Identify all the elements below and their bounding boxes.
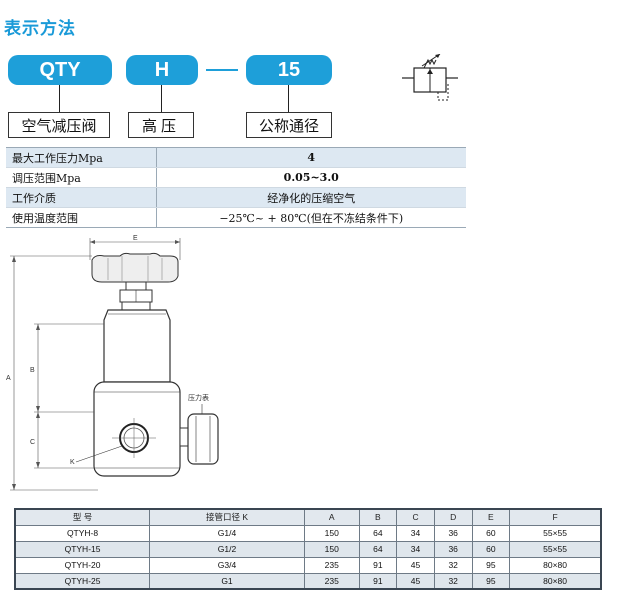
table-row: QTYH-15 G1/2 150 64 34 36 60 55×55 xyxy=(14,540,602,558)
spec-label: 调压范围Mpa xyxy=(6,167,157,188)
table-cell: 95 xyxy=(471,572,511,590)
dim-label-e: E xyxy=(133,235,138,242)
column-header: A xyxy=(303,508,360,526)
spec-label: 使用温度范围 xyxy=(6,207,157,228)
table-cell: 55×55 xyxy=(509,524,602,542)
column-header: C xyxy=(396,508,435,526)
table-cell: 95 xyxy=(471,556,511,574)
table-cell: 150 xyxy=(303,540,360,558)
spec-row: 使用温度范围 −25℃~ + 80℃(但在不冻结条件下) xyxy=(6,207,466,228)
column-header: D xyxy=(433,508,473,526)
column-header: B xyxy=(358,508,398,526)
table-cell: 64 xyxy=(358,540,398,558)
table-cell: 32 xyxy=(433,572,473,590)
column-header: 接管口径 K xyxy=(149,508,305,526)
table-cell: G1 xyxy=(149,572,305,590)
spec-label: 最大工作压力Mpa xyxy=(6,147,157,168)
gauge-label: 压力表 xyxy=(188,393,209,402)
table-cell: 150 xyxy=(303,524,360,542)
table-cell: 235 xyxy=(303,556,360,574)
regulator-drawing: E 压力表 K A B C xyxy=(6,235,219,491)
connector-line xyxy=(59,85,60,112)
table-cell: 32 xyxy=(433,556,473,574)
table-cell: QTYH-15 xyxy=(14,540,151,558)
table-row: QTYH-8 G1/4 150 64 34 36 60 55×55 xyxy=(14,524,602,542)
table-cell: 36 xyxy=(433,524,473,542)
table-cell: QTYH-20 xyxy=(14,556,151,574)
table-cell: 91 xyxy=(358,572,398,590)
table-cell: 55×55 xyxy=(509,540,602,558)
table-cell: QTYH-25 xyxy=(14,572,151,590)
dimensions-table: 型 号 接管口径 K A B C D E F QTYH-8 G1/4 150 6… xyxy=(14,508,602,590)
table-cell: 45 xyxy=(396,556,435,574)
table-cell: 235 xyxy=(303,572,360,590)
spec-row: 调压范围Mpa 0.05~3.0 xyxy=(6,167,466,188)
regulator-symbol-icon xyxy=(402,54,458,101)
table-cell: 60 xyxy=(471,540,511,558)
table-cell: 34 xyxy=(396,540,435,558)
spec-value: 经净化的压缩空气 xyxy=(156,187,466,208)
code-part-series: QTY xyxy=(8,55,112,85)
meaning-series: 空气减压阀 xyxy=(8,112,110,138)
dim-label-k: K xyxy=(70,459,75,466)
code-separator xyxy=(206,69,238,71)
table-cell: G1/4 xyxy=(149,524,305,542)
dim-label-c: C xyxy=(30,439,35,446)
meaning-size: 公称通径 xyxy=(246,112,332,138)
spec-value: 0.05~3.0 xyxy=(156,167,466,188)
section-title: 表示方法 xyxy=(4,19,76,39)
connector-line xyxy=(288,85,289,112)
column-header: E xyxy=(471,508,511,526)
table-cell: 91 xyxy=(358,556,398,574)
connector-line xyxy=(161,85,162,112)
column-header: F xyxy=(509,508,602,526)
table-cell: 64 xyxy=(358,524,398,542)
table-cell: G1/2 xyxy=(149,540,305,558)
meaning-pressure: 高压 xyxy=(128,112,194,138)
spec-value: 4 xyxy=(156,147,466,168)
table-cell: 60 xyxy=(471,524,511,542)
spec-table: 最大工作压力Mpa 4 调压范围Mpa 0.05~3.0 工作介质 经净化的压缩… xyxy=(6,147,466,228)
table-cell: G3/4 xyxy=(149,556,305,574)
column-header: 型 号 xyxy=(14,508,151,526)
dim-label-a: A xyxy=(6,375,11,382)
table-row: QTYH-25 G1 235 91 45 32 95 80×80 xyxy=(14,572,602,590)
spec-value: −25℃~ + 80℃(但在不冻结条件下) xyxy=(156,207,466,228)
table-cell: 80×80 xyxy=(509,556,602,574)
spec-row: 最大工作压力Mpa 4 xyxy=(6,147,466,168)
spec-label: 工作介质 xyxy=(6,187,157,208)
table-row: QTYH-20 G3/4 235 91 45 32 95 80×80 xyxy=(14,556,602,574)
table-cell: 34 xyxy=(396,524,435,542)
dim-label-b: B xyxy=(30,367,35,374)
table-cell: 36 xyxy=(433,540,473,558)
table-cell: 45 xyxy=(396,572,435,590)
table-header-row: 型 号 接管口径 K A B C D E F xyxy=(14,508,602,526)
table-cell: 80×80 xyxy=(509,572,602,590)
spec-row: 工作介质 经净化的压缩空气 xyxy=(6,187,466,208)
table-cell: QTYH-8 xyxy=(14,524,151,542)
code-part-pressure: H xyxy=(126,55,198,85)
code-part-size: 15 xyxy=(246,55,332,85)
